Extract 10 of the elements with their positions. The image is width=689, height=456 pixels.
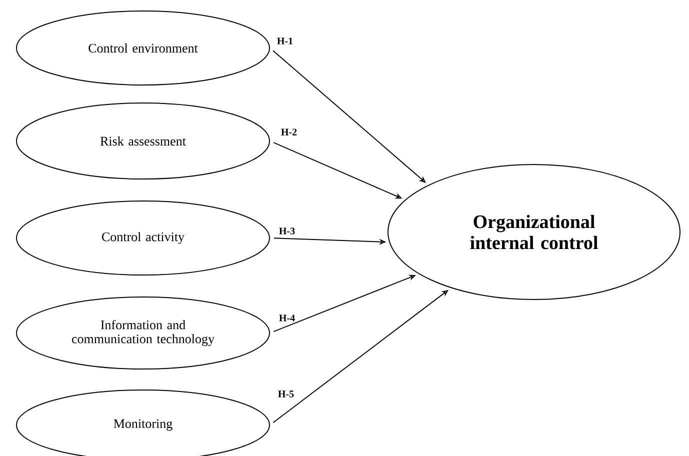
ellipse-node: Control environment — [16, 10, 270, 86]
ellipse-node: Control activity — [16, 200, 270, 276]
edge-label: H-2 — [281, 128, 297, 136]
ellipse-node: Organizational internal control — [388, 164, 680, 300]
edge-label: H-3 — [279, 228, 295, 234]
edge-label: H-4 — [279, 314, 295, 322]
edge-label: H-1 — [277, 38, 293, 44]
ellipse-node: Information and communication technology — [16, 296, 270, 370]
edge-label: H-5 — [278, 390, 294, 398]
ellipse-node: Risk assessment — [16, 102, 270, 180]
